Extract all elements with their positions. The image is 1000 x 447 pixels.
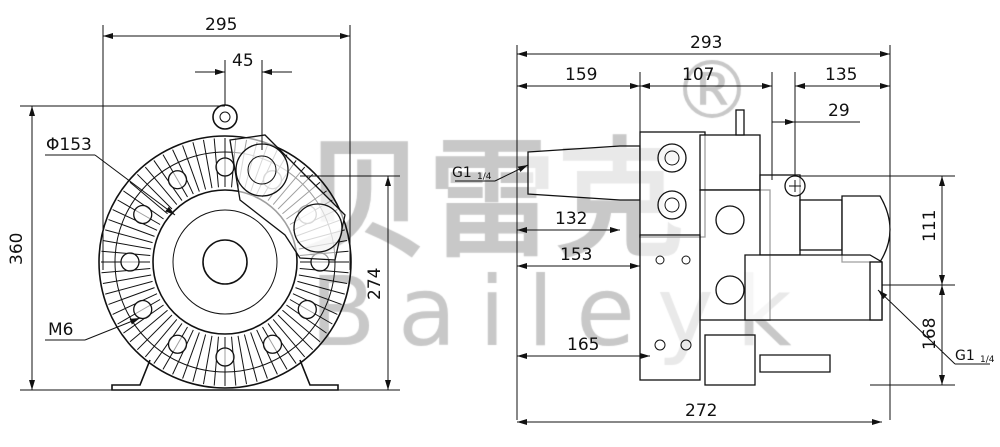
cooling-fin <box>136 173 173 210</box>
cover-grille <box>235 143 289 197</box>
dim-132: 132 <box>555 209 587 229</box>
dim-274: 274 <box>365 268 385 300</box>
thread-m6: M6 <box>48 320 73 340</box>
cooling-fin <box>272 319 306 358</box>
side-view: 293 159 107 135 29 G1 1/4 132 153 165 11… <box>452 33 995 425</box>
cooling-fin <box>250 332 268 379</box>
cooling-fin <box>105 229 153 244</box>
cooling-fin <box>102 274 152 285</box>
bolt-boss <box>215 157 235 177</box>
cooling-fin <box>105 280 153 295</box>
dim-360: 360 <box>7 233 27 265</box>
cooling-fin <box>144 166 178 205</box>
port-left-size: 1/4 <box>477 172 492 182</box>
cooling-fin <box>282 309 321 343</box>
cooling-fin <box>192 334 207 382</box>
bolt-boss <box>215 347 235 367</box>
outlet-silencer <box>744 254 883 321</box>
cooling-fin <box>108 287 155 305</box>
dim-295: 295 <box>205 15 237 35</box>
dim-168: 168 <box>920 318 940 350</box>
bolt-boss <box>167 334 188 354</box>
dim-diameter-153: Φ153 <box>46 135 92 155</box>
port-left-label: G1 <box>452 165 472 181</box>
dim-135: 135 <box>825 65 857 85</box>
dim-272: 272 <box>685 401 717 421</box>
bolt-boss <box>133 204 153 225</box>
cooling-fin <box>277 314 314 351</box>
shaft-hole <box>202 239 248 285</box>
cooling-fin <box>202 139 213 189</box>
cooling-fin <box>144 319 178 358</box>
cooling-fin <box>129 181 168 215</box>
cooling-fin <box>243 334 258 382</box>
dim-165: 165 <box>567 335 599 355</box>
mounting-block <box>639 234 701 381</box>
base-bracket <box>704 334 756 386</box>
motor-fan-cover <box>841 195 891 263</box>
port-right-label: G1 <box>955 348 975 364</box>
blower-housing <box>98 135 352 389</box>
cooling-fin <box>298 274 348 285</box>
cooling-fin <box>182 332 200 379</box>
dim-111: 111 <box>920 210 940 242</box>
bolt-boss <box>297 299 317 320</box>
cooling-fin <box>102 239 152 250</box>
dim-107: 107 <box>682 65 714 85</box>
lifting-eye <box>212 104 238 130</box>
dim-45: 45 <box>232 51 254 71</box>
cooling-fin <box>108 219 155 237</box>
bolt-boss <box>167 170 188 190</box>
inlet-silencer <box>527 145 641 201</box>
cooling-fin <box>182 145 200 192</box>
cooling-fin <box>237 335 248 385</box>
cooling-fin <box>295 287 342 305</box>
port-right-size: 1/4 <box>980 355 995 365</box>
cooling-fin <box>192 142 207 190</box>
cooling-fin <box>202 335 213 385</box>
base-feet <box>111 359 339 391</box>
bolt-boss <box>120 252 140 272</box>
cooling-fin <box>297 280 345 295</box>
bolt-boss <box>133 299 153 320</box>
bolt-boss <box>262 334 283 354</box>
dim-153: 153 <box>560 245 592 265</box>
front-view: 295 45 360 Φ153 M6 274 <box>7 15 400 391</box>
dim-29: 29 <box>828 101 850 121</box>
dim-159: 159 <box>565 65 597 85</box>
cooling-fin <box>136 314 173 351</box>
cooling-fin <box>129 309 168 343</box>
dim-293: 293 <box>690 33 722 53</box>
